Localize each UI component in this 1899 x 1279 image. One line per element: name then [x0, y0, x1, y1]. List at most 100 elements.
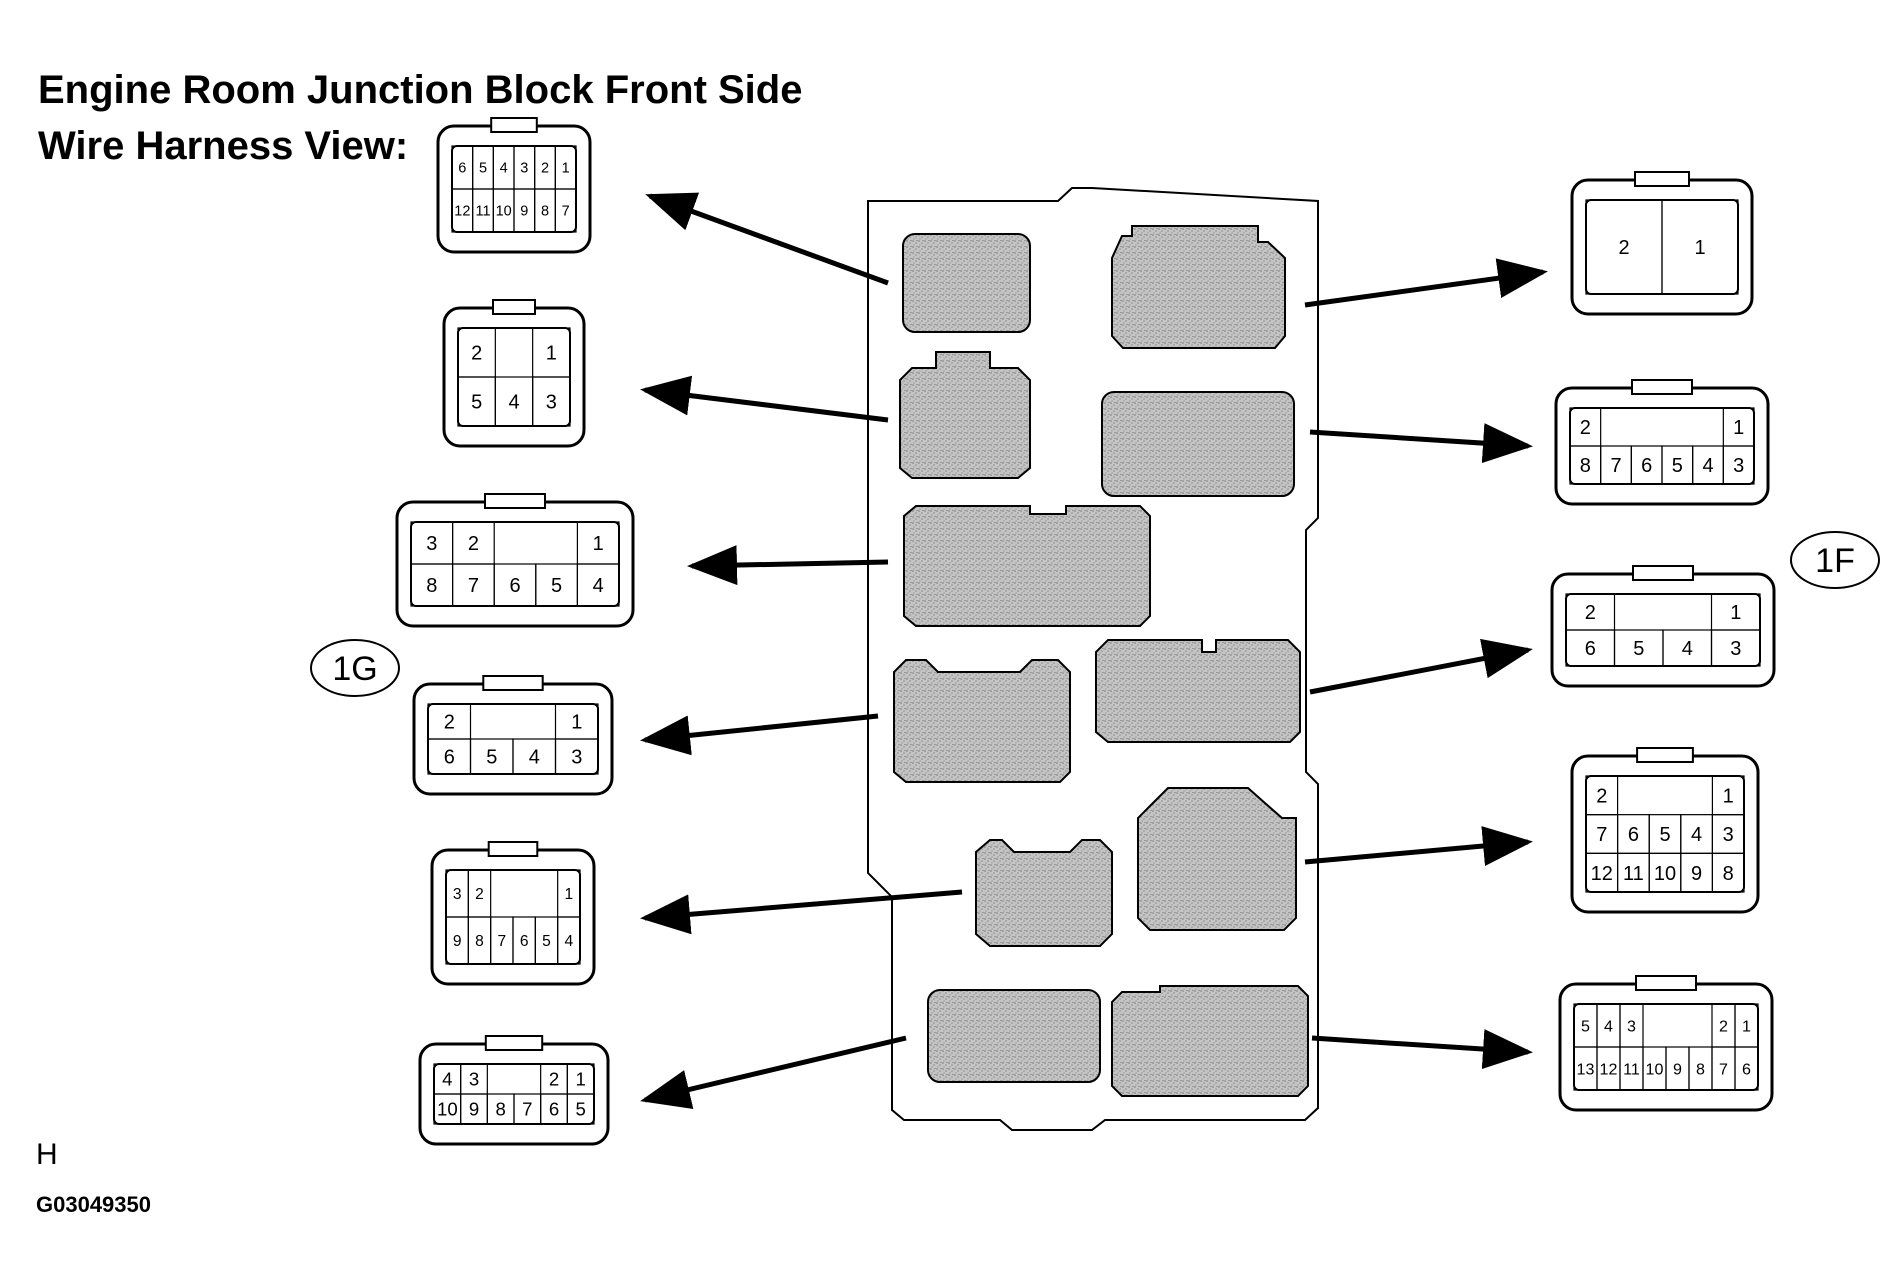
- pin-number: 6: [458, 161, 466, 177]
- connector-lock-tab: [1636, 747, 1694, 763]
- pin-number: 7: [1719, 1060, 1728, 1078]
- connector-lock-tab: [484, 1035, 544, 1051]
- socket: [1095, 639, 1301, 743]
- pin-number: 1: [564, 886, 573, 903]
- pin-number: 9: [469, 1099, 479, 1120]
- connector-label-1g: 1G: [310, 639, 400, 697]
- pin-number: 3: [1627, 1017, 1636, 1035]
- connector-face: 2 1 5 4 3: [442, 299, 586, 448]
- connector-lock-tab: [487, 841, 539, 857]
- socket: [1101, 391, 1295, 497]
- pin-cell: [1722, 445, 1755, 485]
- pin-number: 5: [1581, 1017, 1590, 1035]
- label-text-1f: 1F: [1815, 542, 1855, 580]
- connector-lock-tab: [484, 493, 546, 509]
- pin-number: 3: [1730, 638, 1741, 660]
- pin-number: 2: [471, 343, 482, 365]
- pin-cell: [1661, 199, 1739, 295]
- pin-number: 1: [1723, 786, 1734, 808]
- pin-number: 1: [1733, 417, 1744, 439]
- pin-number: 3: [1723, 824, 1734, 846]
- socket-group: [893, 225, 1309, 1097]
- junction-block-outline: [867, 187, 1319, 1131]
- pin-number: 4: [508, 392, 519, 414]
- pin-number: 8: [1580, 455, 1591, 477]
- pin-number: 1: [1694, 237, 1705, 259]
- pin-number: 8: [426, 575, 437, 597]
- pin-number: 6: [444, 747, 455, 769]
- arrow: [1309, 423, 1533, 464]
- pin-number: 11: [475, 204, 490, 220]
- pin-number: 6: [509, 575, 520, 597]
- socket: [899, 351, 1031, 479]
- pin-number: 3: [520, 161, 528, 177]
- pin-cell: [554, 738, 599, 775]
- arrow: [687, 545, 889, 586]
- arrow: [1309, 638, 1533, 695]
- socket: [903, 505, 1151, 627]
- pin-number: 1: [1742, 1017, 1751, 1035]
- pin-number: 4: [593, 575, 604, 597]
- pin-cell: [557, 916, 581, 965]
- pin-number: 7: [522, 1099, 532, 1120]
- pin-number: 6: [1585, 638, 1596, 660]
- pin-number: 2: [1580, 417, 1591, 439]
- socket: [927, 989, 1101, 1083]
- socket: [902, 233, 1031, 333]
- pin-number: 5: [486, 747, 497, 769]
- pin-cell: [1734, 1046, 1759, 1091]
- arrow: [640, 889, 963, 935]
- pin-number: 6: [1628, 824, 1639, 846]
- pin-number: 3: [426, 533, 437, 555]
- pin-number: 5: [479, 161, 487, 177]
- socket: [1137, 787, 1297, 931]
- footer-mark: H: [36, 1138, 58, 1171]
- pin-number: 5: [575, 1099, 585, 1120]
- diagram-subtitle: Wire Harness View:: [38, 124, 409, 168]
- pin-number: 2: [1585, 602, 1596, 624]
- connector-label-1f: 1F: [1790, 531, 1880, 589]
- pin-number: 8: [475, 933, 484, 950]
- pin-number: 4: [442, 1069, 452, 1090]
- pin-number: 5: [542, 933, 551, 950]
- pin-number: 1: [546, 343, 557, 365]
- pin-number: 5: [551, 575, 562, 597]
- pin-cell: [576, 563, 620, 607]
- pin-number: 5: [1633, 638, 1644, 660]
- pin-number: 10: [1646, 1060, 1664, 1078]
- pin-number: 2: [549, 1069, 559, 1090]
- pin-cell: [1710, 629, 1761, 667]
- figure-code: G03049350: [36, 1192, 151, 1217]
- pin-number: 2: [1596, 786, 1607, 808]
- pin-cell: [566, 1093, 595, 1125]
- pin-number: 7: [1610, 455, 1621, 477]
- connector-lock-tab: [1634, 171, 1690, 187]
- pin-number: 9: [1691, 863, 1702, 885]
- pin-number: 4: [1604, 1017, 1613, 1035]
- pin-number: 3: [469, 1069, 479, 1090]
- diagram-title: Engine Room Junction Block Front Side: [38, 68, 803, 112]
- arrow: [640, 1035, 907, 1110]
- pin-number: 8: [1723, 863, 1734, 885]
- pin-cell: [532, 376, 571, 427]
- pin-number: 4: [564, 933, 573, 950]
- pin-number: 11: [1623, 863, 1644, 885]
- arrow: [1304, 826, 1533, 866]
- pin-cell: [554, 188, 577, 233]
- socket: [975, 839, 1113, 947]
- pin-number: 4: [1682, 638, 1693, 660]
- pin-number: 3: [546, 392, 557, 414]
- pin-cell: [1711, 852, 1745, 893]
- pin-number: 3: [1733, 455, 1744, 477]
- pin-number: 7: [562, 204, 570, 220]
- pin-number: 5: [471, 392, 482, 414]
- arrow: [640, 375, 889, 423]
